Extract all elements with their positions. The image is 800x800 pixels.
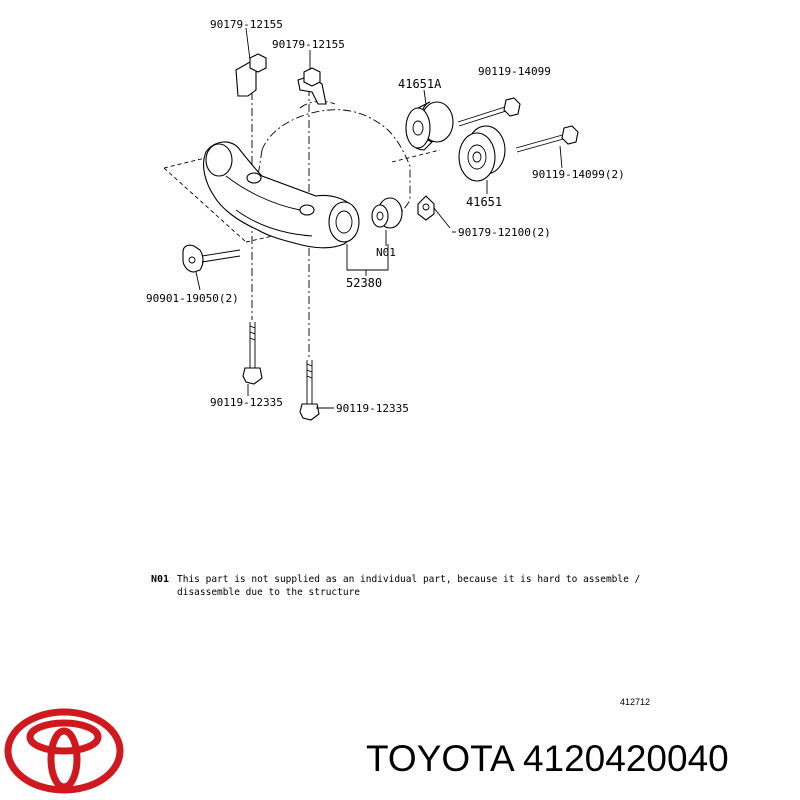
label-nut-side: 90179-12100(2) — [458, 226, 551, 239]
brand-text: TOYOTA 4120420040 — [366, 738, 729, 780]
label-bolt-bottom-left: 90119-12335 — [210, 396, 283, 409]
label-note-ref: N01 — [376, 246, 396, 259]
brand-part-number: 4120420040 — [522, 738, 729, 779]
arm-bushing-right — [328, 201, 360, 243]
reference-box — [163, 149, 441, 243]
bracket-right — [297, 67, 327, 105]
arm-ridge — [225, 175, 313, 237]
note-key: N01 — [151, 574, 169, 585]
bolt-bottom-left — [242, 322, 263, 385]
bolt-mid — [515, 125, 579, 153]
diagram-code: 412712 — [620, 697, 650, 707]
bolt-top — [457, 97, 521, 127]
mount-arm-52380 — [203, 141, 357, 249]
brand-name: TOYOTA — [366, 738, 513, 779]
label-bushing-a: 41651A — [398, 77, 442, 91]
label-bolt-left: 90901-19050(2) — [146, 292, 239, 305]
label-bracket-left: 90179-12155 — [210, 18, 283, 31]
bushing-41651a — [405, 101, 454, 151]
toyota-logo-icon — [4, 708, 124, 794]
bushing-41651 — [458, 125, 506, 182]
bolt-bottom-right — [299, 360, 320, 421]
label-bolt-top: 90119-14099 — [478, 65, 551, 78]
label-assembly: 52380 — [346, 276, 382, 290]
bushing-n01 — [371, 197, 403, 229]
note-line-1: This part is not supplied as an individu… — [177, 574, 640, 585]
note-line-2: disassemble due to the structure — [177, 587, 360, 598]
label-bolt-mid: 90119-14099(2) — [532, 168, 625, 181]
label-bracket-right: 90179-12155 — [272, 38, 345, 51]
leader-lines — [195, 27, 563, 409]
arm-stud-mid — [299, 204, 315, 216]
label-bushing: 41651 — [466, 195, 502, 209]
bracket-left — [235, 53, 267, 97]
arm-bushing-right-inner — [335, 210, 353, 234]
bolt-left — [182, 244, 241, 273]
arm-bushing-left — [205, 143, 233, 177]
side-nut — [417, 195, 451, 229]
arm-stud-top — [246, 172, 262, 184]
label-bolt-bottom-right: 90119-12335 — [336, 402, 409, 415]
